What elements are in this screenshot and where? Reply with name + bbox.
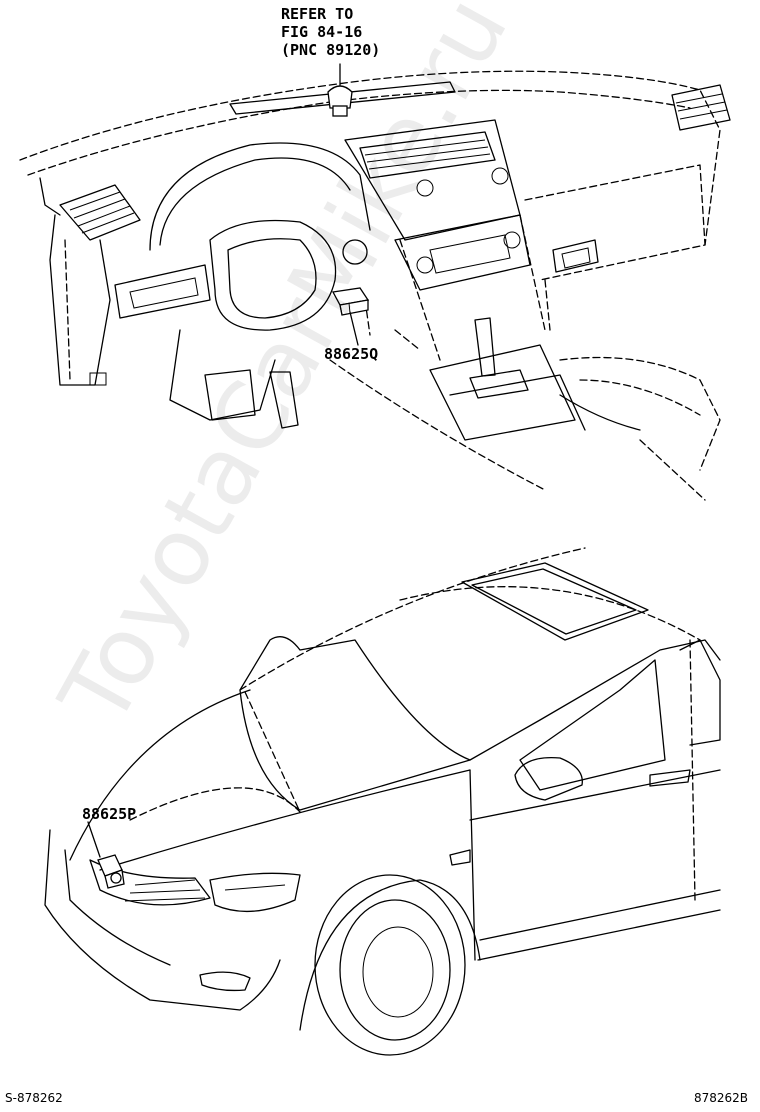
- diagram-code-left: S-878262: [5, 1091, 63, 1105]
- dashboard-illustration: [19, 63, 731, 501]
- refer-note-line1: REFER TO: [281, 5, 354, 23]
- part-label-88625p[interactable]: 88625P: [82, 805, 137, 823]
- part-label-88625q[interactable]: 88625Q: [324, 345, 379, 363]
- refer-note-line2: FIG 84-16: [281, 23, 363, 41]
- diagram-code-right: 878262B: [694, 1091, 749, 1105]
- refer-note-line3: (PNC 89120): [281, 41, 381, 59]
